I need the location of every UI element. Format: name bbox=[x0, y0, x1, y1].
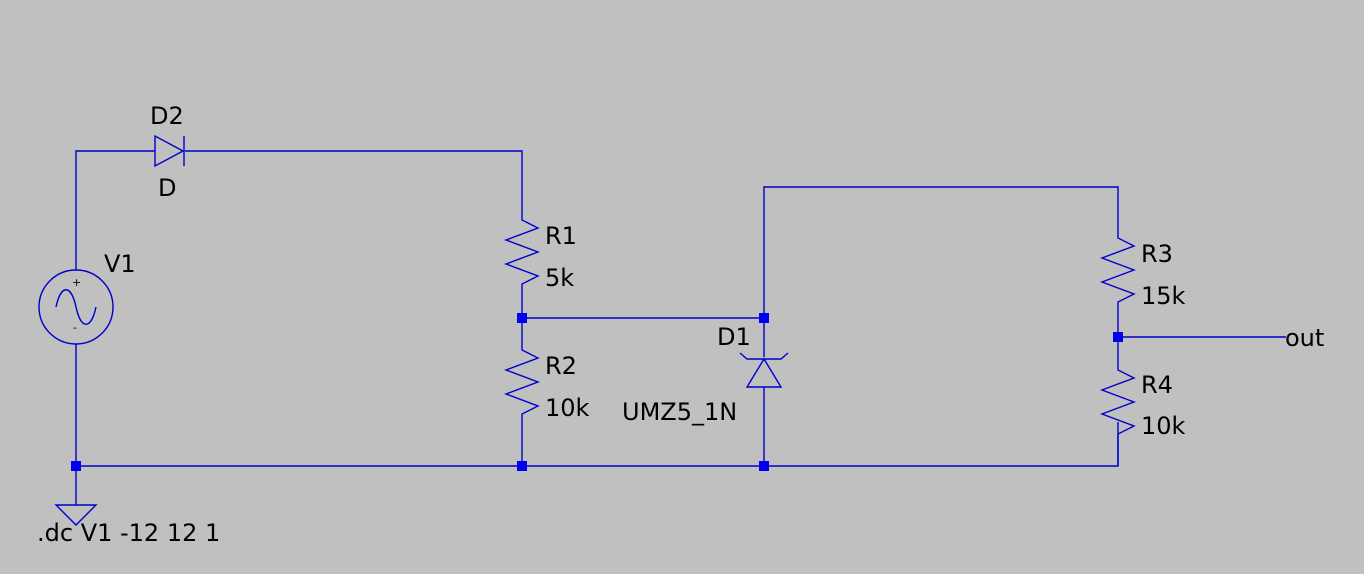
v1-name-label: V1 bbox=[104, 250, 136, 278]
diode-d2[interactable]: D2 D bbox=[150, 102, 185, 202]
wire-d2-to-r1[interactable] bbox=[185, 150, 523, 212]
r2-value-label: 10k bbox=[545, 394, 590, 422]
zener-d1-triangle bbox=[745, 357, 783, 388]
d1-value-label: UMZ5_1N bbox=[622, 398, 737, 426]
wire-v1-to-d2[interactable] bbox=[75, 150, 155, 270]
junction-node bbox=[759, 313, 769, 323]
wire-d1-to-r3[interactable] bbox=[763, 186, 1119, 318]
resistor-r4[interactable]: R4 10k bbox=[1100, 362, 1186, 466]
junction-node bbox=[71, 461, 81, 471]
resistor-r1[interactable]: R1 5k bbox=[504, 212, 577, 292]
v1-plus-sign: + bbox=[72, 276, 81, 289]
voltage-source-v1[interactable]: + - V1 bbox=[38, 250, 136, 345]
resistor-r3[interactable]: R3 15k bbox=[1100, 230, 1186, 310]
wire-ground-bus[interactable] bbox=[76, 422, 1119, 467]
sine-wave-icon bbox=[55, 289, 97, 325]
r4-value-label: 10k bbox=[1141, 412, 1186, 440]
d2-value-label: D bbox=[158, 174, 176, 202]
junction-node bbox=[759, 461, 769, 471]
wires bbox=[75, 150, 1286, 505]
r2-name-label: R2 bbox=[545, 352, 577, 380]
r3-name-label: R3 bbox=[1141, 240, 1173, 268]
junctions bbox=[71, 313, 1123, 471]
ground-icon[interactable] bbox=[54, 504, 98, 526]
net-label-out[interactable]: out bbox=[1285, 324, 1324, 352]
junction-node bbox=[517, 313, 527, 323]
d1-name-label: D1 bbox=[717, 323, 751, 351]
resistor-r2[interactable]: R2 10k bbox=[504, 342, 590, 422]
d2-name-label: D2 bbox=[150, 102, 184, 130]
junction-node bbox=[1113, 332, 1123, 342]
r1-value-label: 5k bbox=[545, 264, 574, 292]
v1-minus-sign: - bbox=[73, 321, 77, 334]
r4-name-label: R4 bbox=[1141, 371, 1173, 399]
diode-d2-triangle bbox=[154, 134, 185, 168]
junction-node bbox=[517, 461, 527, 471]
spice-directive[interactable]: .dc V1 -12 12 1 bbox=[37, 519, 220, 547]
zener-diode-d1[interactable]: D1 UMZ5_1N bbox=[622, 323, 789, 426]
r1-name-label: R1 bbox=[545, 222, 577, 250]
r3-value-label: 15k bbox=[1141, 282, 1186, 310]
